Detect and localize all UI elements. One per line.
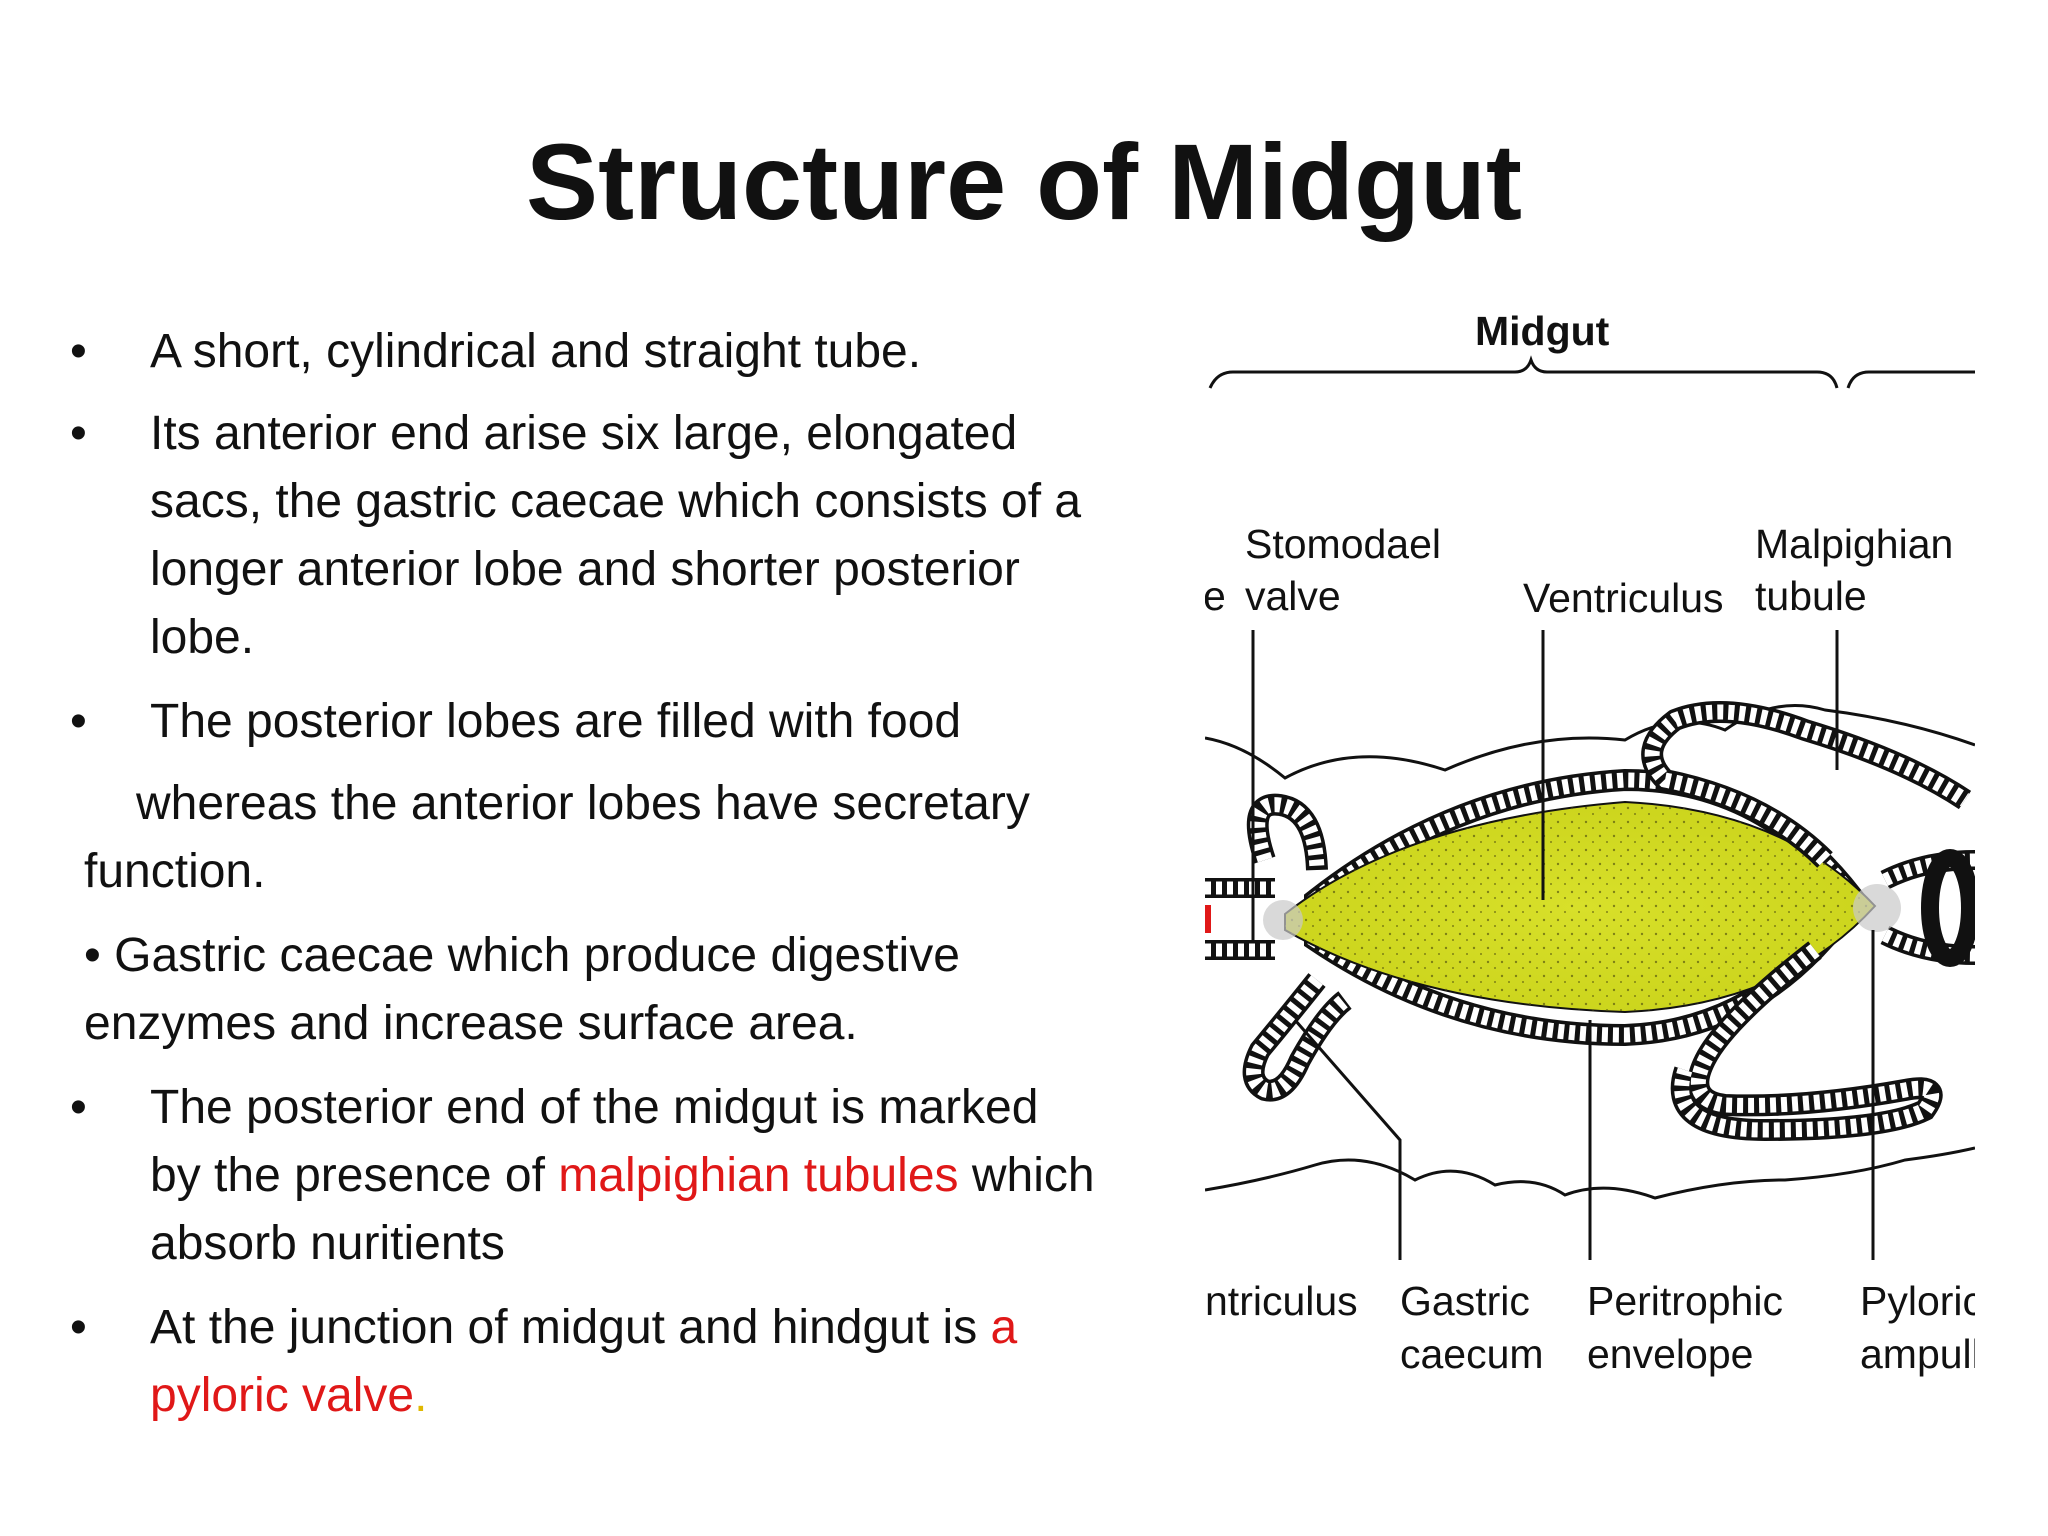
bullet-text-line: pyloric valve. — [150, 1362, 427, 1430]
bullet-text: sacs, the gastric caecae which consists … — [150, 475, 1082, 528]
bullet-text: lobe. — [150, 611, 255, 664]
midgut-diagram: Midgut Stomodael valve e Ventriculus Mal… — [1203, 300, 1983, 1420]
highlight-period: . — [414, 1369, 428, 1422]
bullet-marker: • — [70, 695, 87, 748]
label-ventriculus: Ventriculus — [1523, 575, 1724, 621]
malpighian-tubule-upper-beads — [1644, 704, 1970, 866]
bullet-text-line: At the junction of midgut and hindgut is… — [150, 1294, 1017, 1362]
label-gastric-caecum-2: caecum — [1400, 1331, 1544, 1377]
bullet-text: Its anterior end arise six large, elonga… — [150, 407, 1018, 460]
midgut-brace — [1208, 355, 1839, 389]
body-wall-lower — [1204, 1146, 1976, 1200]
bullet-text: The posterior end of the midgut is marke… — [150, 1081, 1039, 1134]
bullet-text: whereas the anterior lobes have secretar… — [136, 777, 1030, 830]
label-gastric-caecum-1: Gastric — [1400, 1278, 1530, 1324]
label-malpighian-tubule-1: Malpighian — [1755, 521, 1953, 567]
stomodael-valve-region — [1263, 900, 1303, 940]
bullet-marker: • — [70, 325, 87, 378]
hindgut-loop — [1921, 849, 1979, 967]
highlight-malpighian-tubules: malpighian tubules — [558, 1149, 959, 1202]
bullet-marker: • — [70, 407, 87, 460]
highlight-a: a — [990, 1301, 1018, 1354]
gastric-caecum-upper-beads — [1250, 797, 1325, 871]
leader-gastric-caecum — [1293, 1019, 1402, 1260]
bullet-marker: • — [70, 1081, 87, 1134]
pyloric-valve-region — [1853, 884, 1901, 932]
body-wall-upper — [1204, 704, 1976, 780]
label-stomodael-valve-1: Stomodael — [1245, 521, 1441, 567]
slide-title: Structure of Midgut — [526, 121, 1522, 242]
label-left-cut: e — [1205, 573, 1226, 619]
hindgut-stub-beads — [1882, 853, 1976, 962]
bullet-text: A short, cylindrical and straight tube. — [150, 325, 922, 378]
bullet-text: enzymes and increase surface area. — [84, 997, 858, 1050]
bullet-text: function. — [84, 845, 266, 898]
bullet-text: At the junction of midgut and hindgut is — [150, 1301, 991, 1354]
malpighian-tubule-lower-beads — [1674, 944, 1940, 1138]
label-peritrophic-envelope-1: Peritrophic — [1587, 1278, 1783, 1324]
label-midgut: Midgut — [1475, 308, 1610, 354]
label-peritrophic-envelope-2: envelope — [1587, 1331, 1753, 1377]
label-malpighian-tubule-2: tubule — [1755, 573, 1867, 619]
bullet-text: by the presence of — [150, 1149, 559, 1202]
bullet-marker: • — [70, 1301, 87, 1354]
cut-edge-marker — [1205, 905, 1211, 933]
gastric-caecum-lower-beads — [1246, 975, 1350, 1099]
bullet-text-line: by the presence of malpighian tubules wh… — [150, 1142, 1095, 1210]
food-stipple — [1285, 802, 1875, 1012]
label-stomodael-valve-2: valve — [1245, 573, 1341, 619]
foregut-stub-beads — [1205, 881, 1275, 957]
midgut-diagram-svg: Midgut Stomodael valve e Ventriculus Mal… — [1203, 308, 1983, 1377]
highlight-pyloric-valve: pyloric valve — [150, 1369, 415, 1422]
hindgut-brace — [1846, 370, 1975, 389]
label-pyloric-ampulla-1: Pyloric — [1860, 1278, 1975, 1324]
bullet-text: • Gastric caecae which produce digestive — [84, 929, 960, 982]
bullet-text: The posterior lobes are filled with food — [150, 695, 962, 748]
bullet-text: absorb nuritients — [150, 1217, 505, 1270]
bullet-text: longer anterior lobe and shorter posteri… — [150, 543, 1020, 596]
label-proventriculus: ntriculus — [1205, 1278, 1358, 1324]
bullet-text: which — [958, 1149, 1095, 1202]
label-pyloric-ampulla-2: ampull — [1860, 1331, 1975, 1377]
